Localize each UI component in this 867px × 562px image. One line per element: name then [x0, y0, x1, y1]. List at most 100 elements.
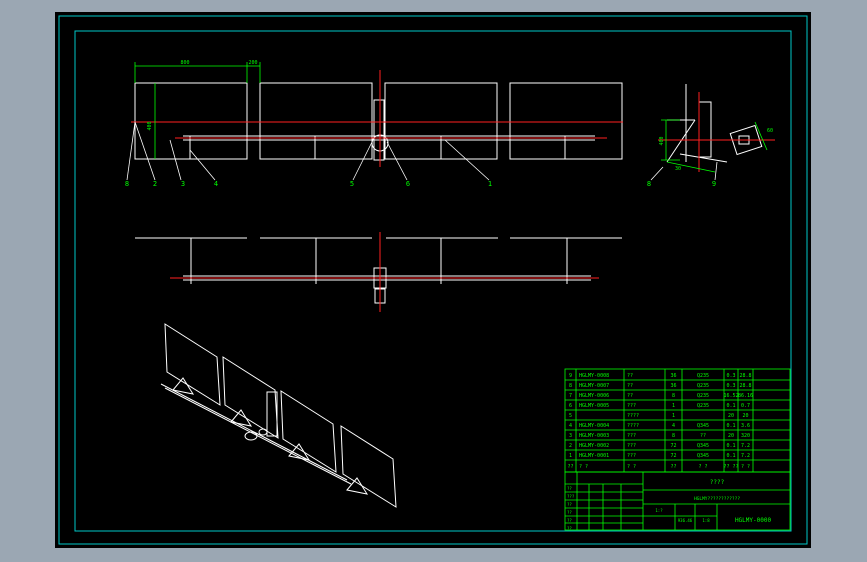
bom-cell-w2: 28.8: [739, 383, 751, 389]
bom-cell-name: ???: [627, 433, 636, 439]
bom-cell-w1: 0.3: [726, 373, 735, 379]
bom-cell-name: ? ?: [627, 464, 636, 470]
bom-cell-code: HGLMY-0008: [579, 373, 609, 379]
bom-cell-w1: 0.1: [726, 443, 735, 449]
bom-cell-qty: 72: [670, 443, 676, 449]
bom-cell-code: ? ?: [579, 464, 588, 470]
bom-cell-no: 8: [569, 383, 572, 389]
balloon-6: 6: [406, 180, 410, 188]
bom-cell-w1: 20: [728, 433, 734, 439]
bom-cell-mat: Q235: [697, 383, 709, 389]
title-weight: 936.46: [678, 518, 693, 523]
bom-cell-w2: ? ?: [741, 464, 750, 470]
bom-cell-code: HGLMY-0002: [579, 443, 609, 449]
central-post: [373, 99, 385, 161]
bom-cell-mat: Q235: [697, 403, 709, 409]
dim-top-span: 800: [180, 60, 189, 66]
panel-1: [134, 82, 248, 160]
bom-cell-w2: 7.2: [741, 443, 750, 449]
title-row-label: ??: [567, 526, 572, 531]
front-view: [134, 72, 623, 161]
front-dimensions: [134, 62, 261, 159]
title-block: [564, 471, 791, 531]
bom-cell-code: HGLMY-0003: [579, 433, 609, 439]
plan-view: [135, 232, 622, 312]
bom-cell-no: 5: [569, 413, 572, 419]
drawing-viewport[interactable]: 800 200 400 8 2 3 4 5 6 1 400 30 60: [55, 12, 811, 548]
bom-cell-w1: 0.1: [726, 403, 735, 409]
title-row-label: ??: [567, 502, 572, 507]
dim-top-gap: 200: [248, 60, 257, 66]
bom-cell-w2: 7.2: [741, 453, 750, 459]
bom-cell-w2: 0.7: [741, 403, 750, 409]
bom-cell-w2: 3.6: [741, 423, 750, 429]
side-view: [666, 84, 763, 163]
title-scale: 1:?: [655, 508, 663, 513]
bom-cell-no: 2: [569, 443, 572, 449]
dim-side-height: 400: [659, 136, 665, 145]
bom-cell-w1: 20: [728, 413, 734, 419]
bom-cell-no: 7: [569, 393, 572, 399]
front-centerlines: [131, 70, 623, 167]
bom-cell-w2: 28.8: [739, 373, 751, 379]
outer-frame: [58, 15, 808, 545]
bom-cell-name: ??: [627, 373, 633, 379]
panel-4: [509, 82, 623, 160]
title-row-label: ???: [567, 494, 575, 499]
side-centerlines: [658, 92, 775, 172]
bom-table: [564, 368, 791, 473]
bom-cell-mat: Q345: [697, 423, 709, 429]
bom-cell-name: ????: [627, 423, 639, 429]
title-row-label: ??: [567, 518, 572, 523]
bom-cell-name: ????: [627, 413, 639, 419]
bom-cell-code: HGLMY-0007: [579, 383, 609, 389]
bom-cell-qty: 36: [670, 383, 676, 389]
balloon-3: 3: [181, 180, 185, 188]
bom-cell-qty: 4: [672, 423, 675, 429]
dim-side-sub: 30: [675, 166, 681, 172]
bom-cell-w1: ?? ??: [723, 464, 738, 470]
title-block-rows: ?????????????: [567, 486, 575, 531]
bom-cell-qty: 8: [672, 393, 675, 399]
bom-cell-code: HGLMY-0001: [579, 453, 609, 459]
bom-cell-no: 4: [569, 423, 572, 429]
title-row-label: ??: [567, 510, 572, 515]
bom-cell-name: ???: [627, 453, 636, 459]
balloon-4: 4: [214, 180, 218, 188]
side-balloon-9: 9: [712, 180, 716, 188]
title-drawing-number: HGLMY-0000: [735, 517, 772, 524]
bom-cell-mat: Q235: [697, 373, 709, 379]
bom-cell-qty: 72: [670, 453, 676, 459]
isometric-view: [160, 323, 397, 508]
bom-cell-mat: Q345: [697, 453, 709, 459]
title-ratio: 1:8: [702, 518, 710, 523]
bom-cell-code: HGLMY-0005: [579, 403, 609, 409]
bom-cell-w1: 16.52: [723, 393, 738, 399]
bom-cell-qty: 8: [672, 433, 675, 439]
bom-cell-no: ??: [567, 464, 573, 470]
leader-lines: [126, 121, 490, 181]
balloon-2: 2: [153, 180, 157, 188]
plan-centerlines: [170, 232, 599, 312]
side-dimensions: [661, 119, 768, 173]
bom-cell-w2: 86.16: [738, 393, 753, 399]
bom-cell-qty: 1: [672, 413, 675, 419]
bom-cell-mat: Q235: [697, 393, 709, 399]
dim-side-angle: 60: [767, 128, 773, 134]
bom-cell-no: 3: [569, 433, 572, 439]
bom-cell-qty: 36: [670, 373, 676, 379]
inner-frame: [74, 30, 792, 532]
bom-cell-qty: ??: [670, 464, 676, 470]
bom-cell-code: HGLMY-0004: [579, 423, 609, 429]
side-balloon-8: 8: [647, 180, 651, 188]
bom-cell-name: ??: [627, 393, 633, 399]
bom-cell-w1: 0.1: [726, 453, 735, 459]
cad-drawing: 800 200 400 8 2 3 4 5 6 1 400 30 60: [58, 15, 808, 545]
panel-2: [259, 82, 373, 160]
title-company: ????: [710, 479, 725, 486]
bom-cell-mat: ??: [700, 433, 706, 439]
bom-cell-mat: Q345: [697, 443, 709, 449]
bom-cell-w2: 20: [742, 413, 748, 419]
bom-cell-w1: 0.1: [726, 423, 735, 429]
